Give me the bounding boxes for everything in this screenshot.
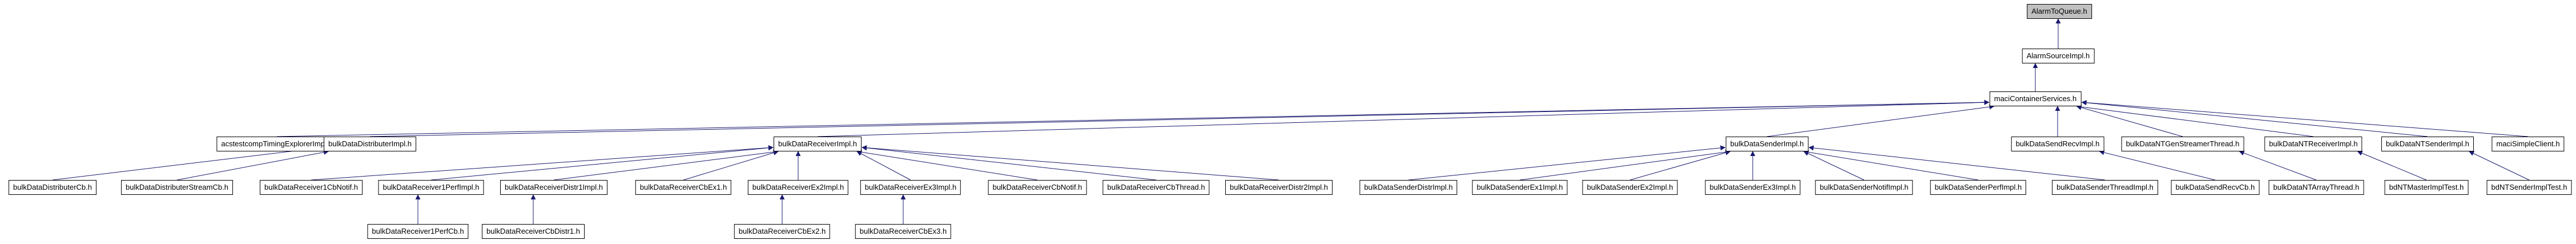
graph-node-maciSimpleClient.h[interactable]: maciSimpleClient.h	[2492, 137, 2565, 151]
graph-node-bulkDataSenderEx2Impl.h[interactable]: bulkDataSenderEx2Impl.h	[1582, 180, 1678, 195]
include-edge	[1766, 104, 1995, 137]
graph-node-bdNTSenderImplTest.h[interactable]: bdNTSenderImplTest.h	[2486, 180, 2572, 195]
graph-node-bulkDataReceiver1PerfCb.h[interactable]: bulkDataReceiver1PerfCb.h	[367, 224, 469, 239]
graph-node-bulkDataReceiverDistr1Impl.h[interactable]: bulkDataReceiverDistr1Impl.h	[500, 180, 607, 195]
include-edge	[2357, 150, 2427, 181]
graph-node-bulkDataSenderDistrImpl.h[interactable]: bulkDataSenderDistrImpl.h	[1359, 180, 1458, 195]
include-edge	[1803, 149, 1979, 181]
graph-node-bulkDataReceiverCbEx2.h[interactable]: bulkDataReceiverCbEx2.h	[734, 224, 831, 239]
include-edge	[430, 145, 774, 181]
graph-node-bulkDataSenderEx1Impl.h[interactable]: bulkDataSenderEx1Impl.h	[1472, 180, 1568, 195]
graph-node-bulkDataReceiverEx2Impl.h[interactable]: bulkDataReceiverEx2Impl.h	[747, 180, 849, 195]
graph-node-bulkDataDistributerStreamCb.h[interactable]: bulkDataDistributerStreamCb.h	[121, 180, 233, 195]
graph-node-bulkDataSenderPerfImpl.h[interactable]: bulkDataSenderPerfImpl.h	[1930, 180, 2027, 195]
graph-node-acstestcompTimingExplorerImpl.h[interactable]: acstestcompTimingExplorerImpl.h	[216, 137, 337, 151]
include-edge	[683, 150, 779, 181]
graph-node-bulkDataReceiver1CbNotif.h[interactable]: bulkDataReceiver1CbNotif.h	[259, 180, 363, 195]
include-edge	[2469, 151, 2530, 181]
graph-node-bulkDataSendRecvImpl.h[interactable]: bulkDataSendRecvImpl.h	[2011, 137, 2104, 151]
include-edge	[817, 99, 1990, 137]
include-edge	[52, 145, 324, 181]
graph-node-bulkDataDistributerImpl.h[interactable]: bulkDataDistributerImpl.h	[324, 137, 416, 151]
include-edge	[1519, 149, 1731, 181]
graph-node-bulkDataReceiverCbThread.h[interactable]: bulkDataReceiverCbThread.h	[1102, 180, 1210, 195]
graph-node-bulkDataNTGenStreamerThread.h[interactable]: bulkDataNTGenStreamerThread.h	[2121, 137, 2244, 151]
include-edge	[2081, 100, 2529, 137]
graph-node-bulkDataSenderImpl.h[interactable]: bulkDataSenderImpl.h	[1725, 137, 1809, 151]
include-edge	[1803, 151, 1865, 181]
graph-node-bulkDataNTSenderImpl.h[interactable]: bulkDataNTSenderImpl.h	[2381, 137, 2474, 151]
graph-node-bulkDataReceiverDistr2Impl.h[interactable]: bulkDataReceiverDistr2Impl.h	[1225, 180, 1333, 195]
include-edge	[276, 99, 1990, 137]
graph-node-bulkDataReceiverEx3Impl.h[interactable]: bulkDataReceiverEx3Impl.h	[860, 180, 961, 195]
graph-node-bulkDataReceiverImpl.h[interactable]: bulkDataReceiverImpl.h	[773, 137, 862, 151]
include-edge	[311, 145, 774, 181]
include-edge	[2081, 100, 2428, 137]
include-edge	[369, 99, 1990, 137]
graph-node-bulkDataReceiverCbNotif.h[interactable]: bulkDataReceiverCbNotif.h	[988, 180, 1087, 195]
include-edge	[2239, 150, 2317, 181]
graph-node-bulkDataSenderNotifImpl.h[interactable]: bulkDataSenderNotifImpl.h	[1815, 180, 1913, 195]
include-edge	[862, 145, 1279, 181]
include-edge	[2076, 104, 2314, 137]
graph-node-AlarmToQueue.h[interactable]: AlarmToQueue.h	[2027, 4, 2092, 19]
include-edge	[2099, 150, 2216, 181]
include-edge	[856, 151, 911, 181]
include-edge	[2076, 105, 2183, 137]
graph-node-bulkDataSendRecvCb.h[interactable]: bulkDataSendRecvCb.h	[2171, 180, 2260, 195]
graph-node-bulkDataNTArrayThread.h[interactable]: bulkDataNTArrayThread.h	[2268, 180, 2364, 195]
graph-node-bulkDataReceiverCbEx3.h[interactable]: bulkDataReceiverCbEx3.h	[855, 224, 952, 239]
include-edge	[1629, 150, 1731, 181]
include-edge	[176, 150, 329, 181]
graph-node-bulkDataDistributerCb.h[interactable]: bulkDataDistributerCb.h	[8, 180, 97, 195]
graph-node-bulkDataNTReceiverImpl.h[interactable]: bulkDataNTReceiverImpl.h	[2264, 137, 2362, 151]
include-edge	[856, 149, 1038, 181]
graph-node-maciContainerServices.h[interactable]: maciContainerServices.h	[1989, 91, 2082, 106]
graph-node-AlarmSourceImpl.h[interactable]: AlarmSourceImpl.h	[2022, 49, 2095, 63]
graph-node-bulkDataReceiver1PerfImpl.h[interactable]: bulkDataReceiver1PerfImpl.h	[378, 180, 484, 195]
include-edge	[1808, 145, 2106, 181]
include-edge	[553, 149, 779, 181]
graph-node-bulkDataReceiverCbDistr1.h[interactable]: bulkDataReceiverCbDistr1.h	[481, 224, 585, 239]
graph-node-bdNTMasterImplTest.h[interactable]: bdNTMasterImplTest.h	[2384, 180, 2469, 195]
graph-node-bulkDataReceiverCbEx1.h[interactable]: bulkDataReceiverCbEx1.h	[635, 180, 732, 195]
include-edge	[862, 145, 1157, 181]
include-edge	[1408, 145, 1726, 181]
graph-node-bulkDataSenderEx3Impl.h[interactable]: bulkDataSenderEx3Impl.h	[1705, 180, 1801, 195]
graph-node-bulkDataSenderThreadImpl.h[interactable]: bulkDataSenderThreadImpl.h	[2052, 180, 2158, 195]
